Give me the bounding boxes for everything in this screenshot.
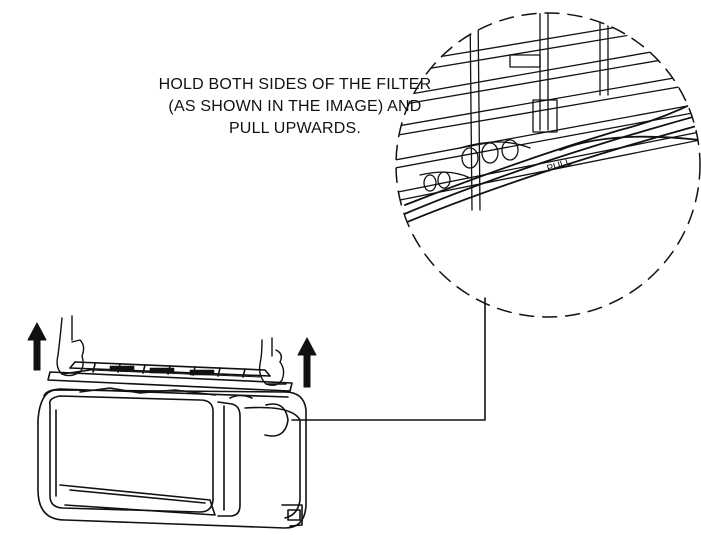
filter-edge-curve	[399, 99, 700, 226]
leader-line	[291, 297, 486, 421]
unit-front-panel	[48, 395, 214, 513]
filter-mesh-bars	[396, 13, 700, 211]
instruction-text: HOLD BOTH SIDES OF THE FILTER (AS SHOWN …	[110, 74, 480, 140]
instruction-line-1: HOLD BOTH SIDES OF THE FILTER	[158, 76, 432, 93]
instruction-line-2: (AS SHOWN IN THE IMAGE) AND	[168, 98, 422, 115]
unit-body	[37, 389, 307, 529]
detail-filter-closeup	[396, 13, 700, 226]
air-filter	[47, 361, 293, 392]
up-arrow-icon	[297, 337, 317, 388]
hand-icon	[258, 337, 287, 387]
detail-magnifier: PULL	[264, 12, 701, 437]
callout-loop	[264, 403, 289, 437]
instruction-line-3: PULL UPWARDS.	[228, 120, 362, 137]
filter-rollers	[419, 139, 531, 192]
up-arrow-icon	[27, 322, 47, 371]
air-conditioner-unit	[37, 361, 307, 529]
hand-icon	[56, 315, 91, 377]
